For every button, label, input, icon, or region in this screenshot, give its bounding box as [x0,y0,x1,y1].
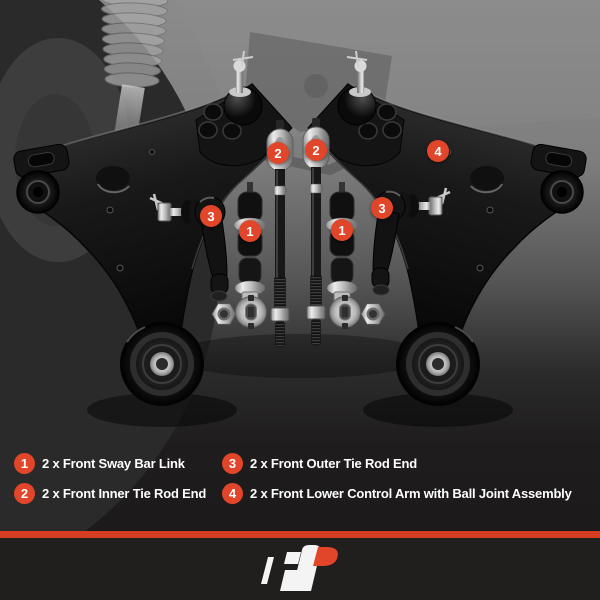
legend-item-inner-tie-rod: 2 2 x Front Inner Tie Rod End [14,482,222,504]
parts-legend: 1 2 x Front Sway Bar Link 2 2 x Front In… [14,452,572,504]
coil-spring [101,0,169,88]
part-badge-outer-tie-rod-left: 3 [200,205,222,227]
part-badge-inner-tie-rod-left: 2 [267,142,289,164]
accent-stripe [0,531,600,538]
legend-badge-2: 2 [14,482,35,504]
brand-footer [0,538,600,600]
legend-item-outer-tie-rod: 3 2 x Front Outer Tie Rod End [222,452,572,474]
legend-label-2: 2 x Front Inner Tie Rod End [42,485,207,501]
legend-badge-1: 1 [14,452,35,474]
part-badge-control-arm: 4 [427,140,449,162]
part-badge-sway-bar-link-right: 1 [331,219,353,241]
a-premium-logo [261,545,338,591]
legend-item-sway-bar-link: 1 2 x Front Sway Bar Link [14,452,222,474]
part-badge-inner-tie-rod-right: 2 [305,139,327,161]
legend-item-control-arm: 4 2 x Front Lower Control Arm with Ball … [222,482,572,504]
parts-photo: 2 2 1 1 3 3 4 1 2 x Front Sway Bar Link … [0,0,600,531]
legend-badge-3: 3 [222,452,243,474]
suspension-kit-scene [0,0,600,531]
legend-label-4: 2 x Front Lower Control Arm with Ball Jo… [250,485,572,501]
legend-badge-4: 4 [222,482,243,504]
part-badge-sway-bar-link-left: 1 [239,220,261,242]
legend-label-1: 2 x Front Sway Bar Link [42,455,185,471]
part-badge-outer-tie-rod-right: 3 [371,197,393,219]
legend-label-3: 2 x Front Outer Tie Rod End [250,455,417,471]
